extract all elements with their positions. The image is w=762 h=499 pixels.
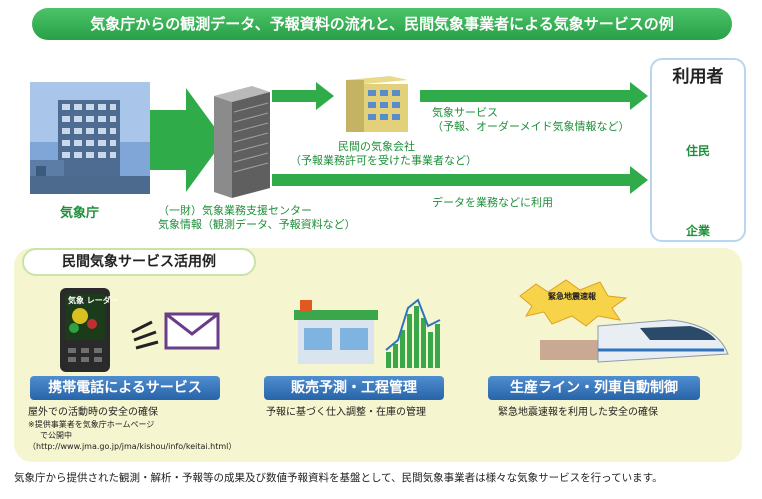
sales-graph-icon [385,298,441,368]
center-server-icon [214,86,270,198]
jma-building-image [30,82,150,194]
flow-graphic [30,76,736,218]
center-name: （一財）気象業務支援センター [158,204,312,217]
mobile-phone-icon [60,288,110,372]
residents-label: 住民 [686,144,711,158]
email-icon [131,312,220,350]
store-icon [294,300,378,364]
service-label: 気象サービス [432,106,498,119]
footer-caption: 気象庁から提供された観測・解析・予報等の成果及び数値予報資料を基盤として、民間気… [14,472,663,484]
center-info: 気象情報（観測データ、予報資料など） [158,218,356,231]
users-panel [650,58,746,242]
sales-forecast-desc: 予報に基づく仕入調整・在庫の管理 [266,407,426,418]
earthquake-alert-text: 緊急地震速報 [548,292,596,301]
companies-label: 企業 [686,224,711,238]
bullet-train-icon [540,319,729,363]
mobile-service-link[interactable]: （http://www.jma.go.jp/jma/kishou/info/ke… [28,442,237,451]
data-use-label: データを業務などに利用 [432,196,553,209]
diagram-title: 気象庁からの観測データ、予報資料の流れと、民間気象事業者による気象サービスの例 [32,8,732,40]
examples-title: 民間気象サービス活用例 [22,248,256,276]
arrow-jma-to-center [150,88,224,192]
users-title: 利用者 [672,67,724,87]
auto-control-label: 生産ライン・列車自動制御 [488,376,700,400]
arrow-center-to-company [272,82,334,110]
mobile-service-desc: 屋外での活動時の安全の確保 [28,407,158,418]
arrow-company-to-users [420,82,648,110]
jma-label: 気象庁 [60,206,100,221]
company-desc: （予報業務許可を受けた事業者など） [290,154,477,167]
examples-graphic [60,279,729,372]
sales-forecast-label: 販売予測・工程管理 [264,376,444,400]
weather-company-building-icon [346,76,408,132]
phone-screen-text: 気象 レーダー [68,296,119,305]
auto-control-desc: 緊急地震速報を利用した安全の確保 [498,407,658,418]
arrow-center-to-enterprise [272,166,648,194]
mobile-service-label: 携帯電話によるサービス [30,376,220,400]
earthquake-burst-icon [519,279,628,327]
mobile-service-note2: で公開中 [40,431,72,440]
service-desc: （予報、オーダーメイド気象情報など） [432,120,630,133]
mobile-service-note1: ※提供事業者を気象庁ホームページ [28,420,155,429]
company-name: 民間の気象会社 [338,140,415,153]
